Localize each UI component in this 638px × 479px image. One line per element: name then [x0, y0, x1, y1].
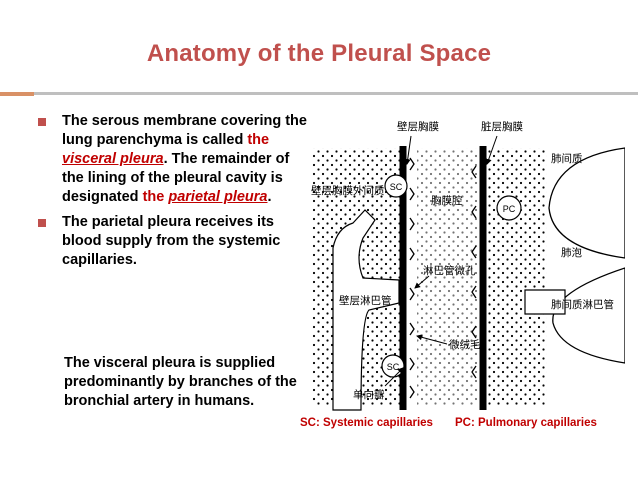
label-microvilli: 微绒毛 — [449, 338, 481, 351]
bullet1-the2: the — [142, 189, 165, 205]
label-parietal-lymphatic: 壁层淋巴管 — [339, 294, 392, 307]
parietal-lymphatic-vessel — [332, 209, 400, 411]
bullet-item-visceral: The serous membrane covering the lung pa… — [38, 112, 308, 207]
title-rule — [34, 92, 638, 95]
leader-line — [416, 334, 448, 345]
pleural-cavity-region — [417, 148, 479, 406]
caption-systemic: SC: Systemic capillaries — [300, 417, 433, 429]
label-pleural-cavity: 胸膜腔 — [431, 194, 463, 207]
label-extrapleural-interstitium: 壁层胸膜外间质 — [311, 184, 385, 197]
leader-line — [404, 135, 412, 165]
bullet-list: The serous membrane covering the lung pa… — [38, 112, 308, 270]
sc-label: SC — [390, 182, 403, 192]
term-visceral-pleura: visceral pleura — [62, 151, 164, 167]
bullet1-mid: . The remainder of the lining of the ple… — [62, 151, 290, 205]
term-parietal-pleura: parietal pleura — [168, 189, 268, 205]
leader-line — [485, 135, 498, 165]
slide-title: Anatomy of the Pleural Space — [146, 40, 492, 67]
bullet1-the: the — [247, 132, 270, 148]
bullet1-end: . — [267, 189, 272, 205]
parietal-microvilli — [409, 157, 415, 399]
pc-label: PC — [503, 204, 516, 214]
bullet-text: The parietal pleura receives its blood s… — [62, 214, 281, 268]
leader-line — [384, 367, 404, 387]
label-parietal-pleura: 壁层胸膜 — [397, 120, 439, 133]
label-one-way-valve: 单向瓣 — [353, 388, 385, 401]
label-lymph-stoma: 淋巴管微孔 — [423, 264, 476, 277]
lung-interstitium-region — [487, 148, 547, 406]
alveolus-upper — [548, 147, 625, 259]
title-rule-accent — [0, 92, 34, 96]
label-interstitial-lymphatic: 肺间质淋巴管 — [551, 298, 614, 311]
label-alveolus: 肺泡 — [561, 246, 582, 259]
visceral-microvilli — [471, 165, 477, 379]
pulmonary-capillary — [496, 195, 522, 221]
bullet-square-icon — [38, 219, 46, 227]
sc-label: SC — [387, 362, 400, 372]
label-visceral-pleura: 脏层胸膜 — [481, 120, 523, 133]
interstitial-lymphatic — [524, 289, 566, 315]
bullet-square-icon — [38, 118, 46, 126]
paragraph-visceral-supply: The visceral pleura is supplied predomin… — [64, 355, 297, 409]
caption-pulmonary: PC: Pulmonary capillaries — [455, 417, 597, 429]
leader-line — [414, 275, 430, 289]
alveolus-lower — [552, 267, 625, 364]
pleural-space-diagram: SC SC PC 壁层胸膜 脏层胸膜 肺间质 壁层胸膜外间质 胸膜腔 肺泡 淋巴… — [311, 120, 625, 411]
label-lung-interstitium: 肺间质 — [551, 152, 583, 165]
bullet-item-parietal: The parietal pleura receives its blood s… — [38, 213, 308, 270]
bullet-text: The serous membrane covering the lung pa… — [62, 112, 308, 207]
systemic-capillary-upper — [384, 174, 408, 198]
bullet1-pre: The serous membrane covering the lung pa… — [62, 113, 307, 148]
